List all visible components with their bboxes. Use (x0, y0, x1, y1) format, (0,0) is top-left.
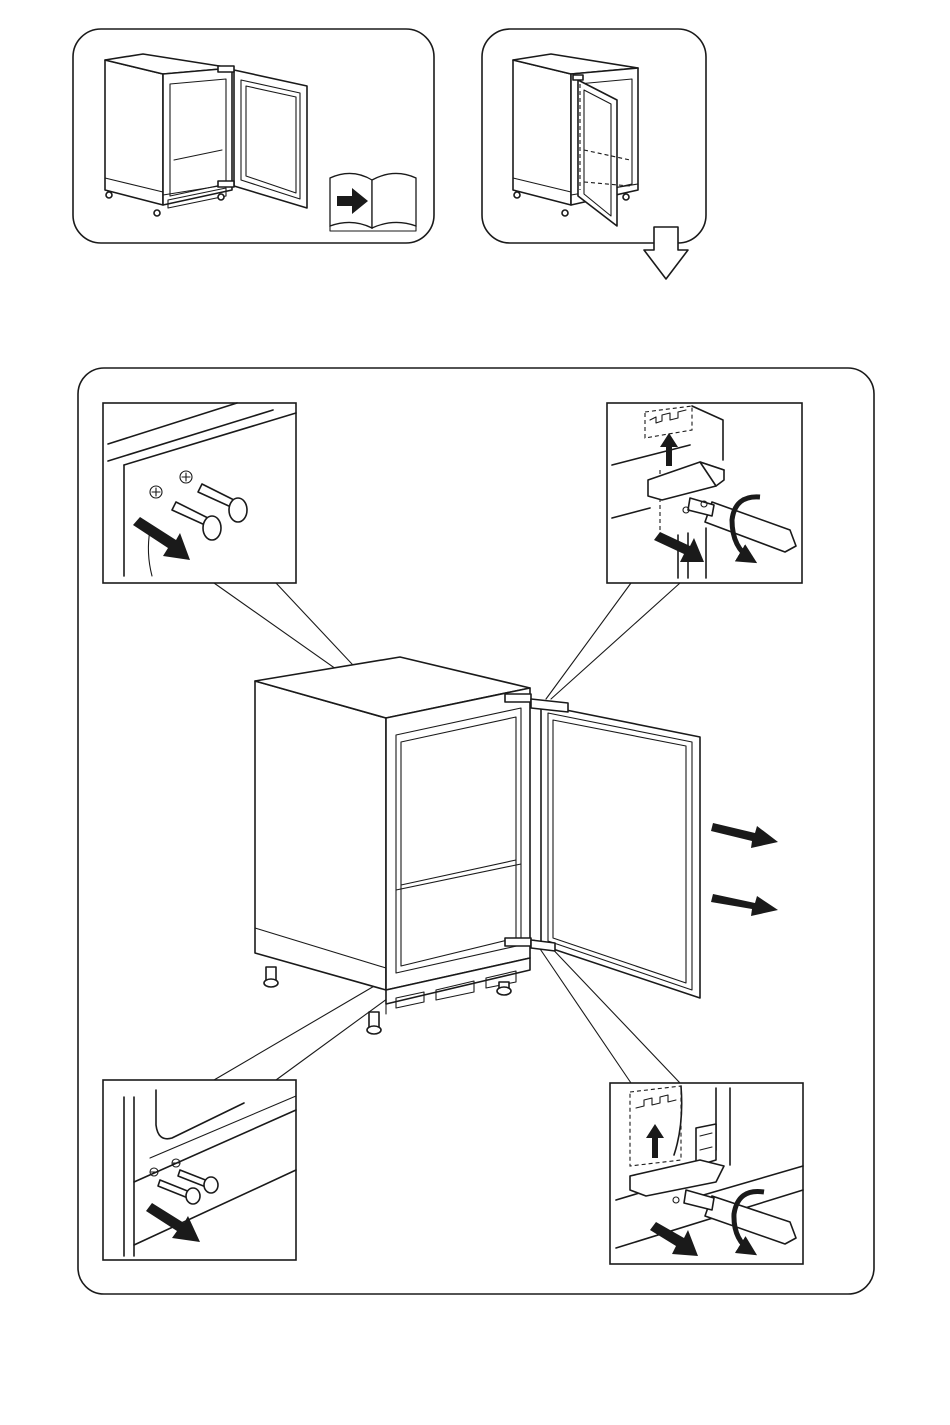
detail-bottom-left-screws (103, 1080, 296, 1260)
cabinet-small-1 (105, 54, 232, 216)
detail-bottom-right-hinge (610, 1083, 803, 1264)
panel-open-door (73, 29, 434, 243)
panel-door-hinge-overview (482, 29, 706, 279)
detail-top-right-hinge (607, 403, 802, 583)
panel-remove-hinges (78, 368, 874, 1294)
manual-book-icon (330, 173, 416, 231)
detail-top-left-screws (103, 403, 296, 583)
